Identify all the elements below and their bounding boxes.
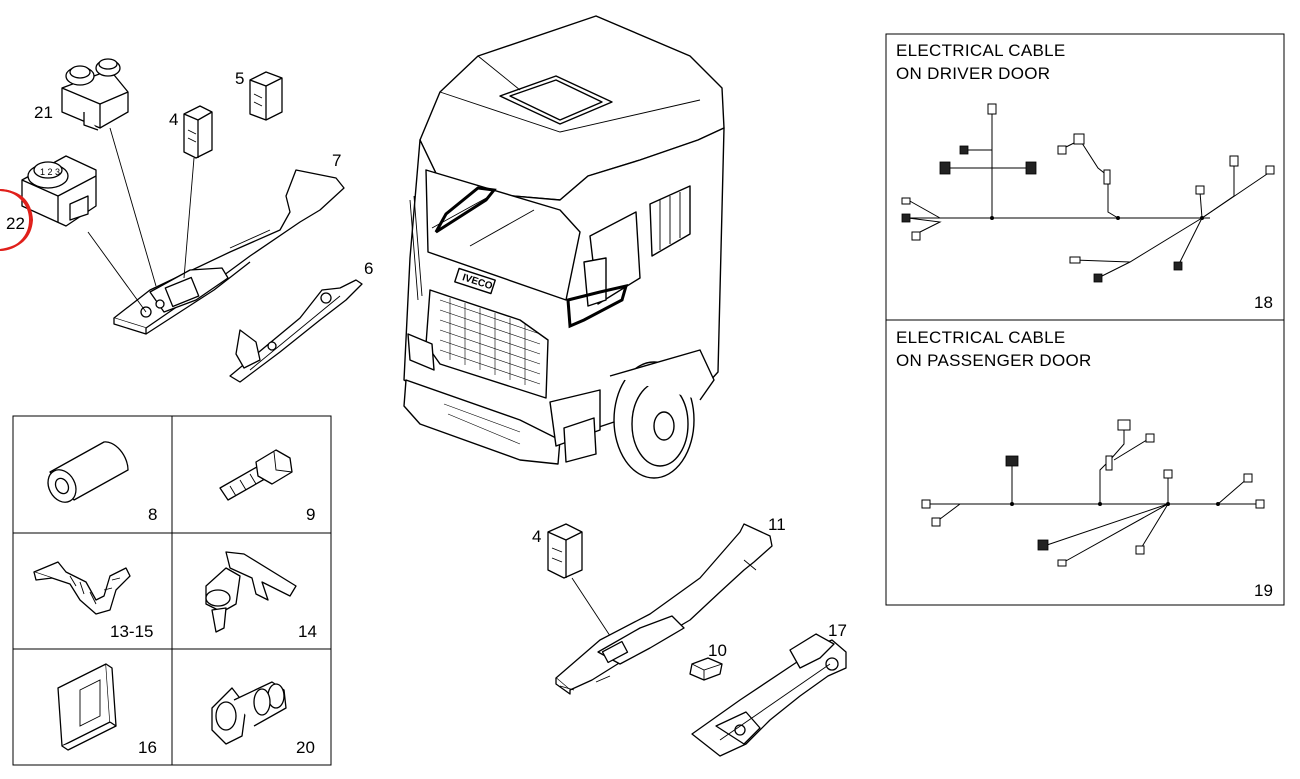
part-20-grommet[interactable]	[211, 681, 287, 745]
callout-5: 5	[235, 69, 244, 88]
truck-cab-illustration: IVECO	[403, 15, 725, 479]
passenger-cable-title-line2: ON PASSENGER DOOR	[896, 351, 1092, 370]
part-6-bracket[interactable]	[229, 279, 363, 383]
part-22-switch[interactable]: 1 2 3	[21, 155, 97, 227]
part-4-switch-bottom[interactable]	[547, 523, 583, 579]
driver-cable-harness[interactable]	[901, 103, 1275, 283]
part-13-15-strap[interactable]	[33, 561, 131, 615]
driver-cable-number: 18	[1254, 293, 1273, 312]
part-4-switch-top[interactable]	[183, 105, 213, 159]
callout-4-top: 4	[169, 110, 178, 129]
part-9-bolt[interactable]	[219, 449, 293, 501]
part-21-switch[interactable]	[61, 58, 129, 131]
cable-box-passenger	[885, 319, 1285, 606]
part-7-armrest-panel[interactable]	[113, 169, 345, 335]
passenger-cable-title-line1: ELECTRICAL CABLE	[896, 328, 1066, 347]
grid-label-16: 16	[138, 738, 157, 757]
driver-cable-title-line2: ON DRIVER DOOR	[896, 64, 1050, 83]
grid-label-9: 9	[306, 505, 315, 524]
part-14-clip[interactable]	[205, 551, 297, 633]
grid-label-13-15: 13-15	[110, 622, 153, 641]
grid-label-14: 14	[298, 622, 317, 641]
grid-label-8: 8	[148, 505, 157, 524]
grid-label-20: 20	[296, 738, 315, 757]
part-8-bushing[interactable]	[43, 441, 129, 507]
callout-22: 22	[6, 214, 25, 233]
callout-21: 21	[34, 103, 53, 122]
callout-10: 10	[708, 641, 727, 660]
part-5-switch[interactable]	[249, 71, 283, 121]
part-16-plate[interactable]	[57, 663, 117, 751]
passenger-cable-harness[interactable]	[921, 419, 1265, 567]
svg-text:1 2 3: 1 2 3	[40, 167, 60, 177]
part-17-bracket[interactable]	[691, 633, 847, 757]
driver-cable-title-line1: ELECTRICAL CABLE	[896, 41, 1066, 60]
callout-11: 11	[768, 515, 786, 534]
callout-6: 6	[364, 259, 373, 278]
callout-17: 17	[828, 621, 847, 640]
passenger-cable-number: 19	[1254, 581, 1273, 600]
callout-7: 7	[332, 151, 341, 170]
callout-4-bottom: 4	[532, 527, 541, 546]
part-10-nut[interactable]	[689, 657, 723, 681]
small-parts-grid	[12, 415, 332, 766]
part-11-armrest-panel[interactable]	[555, 523, 773, 695]
